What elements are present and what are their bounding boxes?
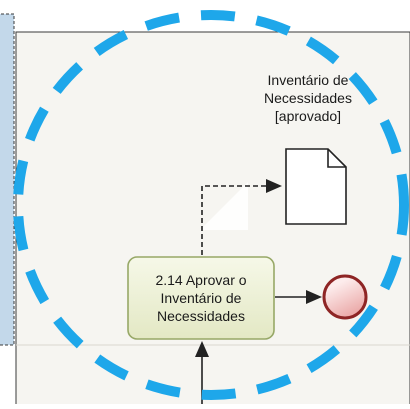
- task-label: 2.14 Aprovar o Inventário de Necessidade…: [128, 257, 274, 339]
- document-label: Inventário de Necessidades [aprovado]: [246, 71, 370, 125]
- document-label-line: Necessidades: [264, 90, 352, 106]
- data-association-arrowhead: [266, 179, 282, 193]
- task-box[interactable]: [127, 256, 275, 340]
- task-label-line: 2.14 Aprovar o: [155, 272, 247, 288]
- document-icon[interactable]: [285, 148, 347, 225]
- left-pool: [0, 13, 15, 346]
- document-label-line: Inventário de: [267, 72, 349, 88]
- end-event-icon[interactable]: [322, 274, 368, 320]
- task-label-line: Inventário de: [160, 290, 242, 306]
- document-label-line: [aprovado]: [274, 108, 342, 124]
- highlight-ellipse: [13, 10, 409, 400]
- data-association: [201, 185, 268, 255]
- task-label-line: Necessidades: [157, 308, 245, 324]
